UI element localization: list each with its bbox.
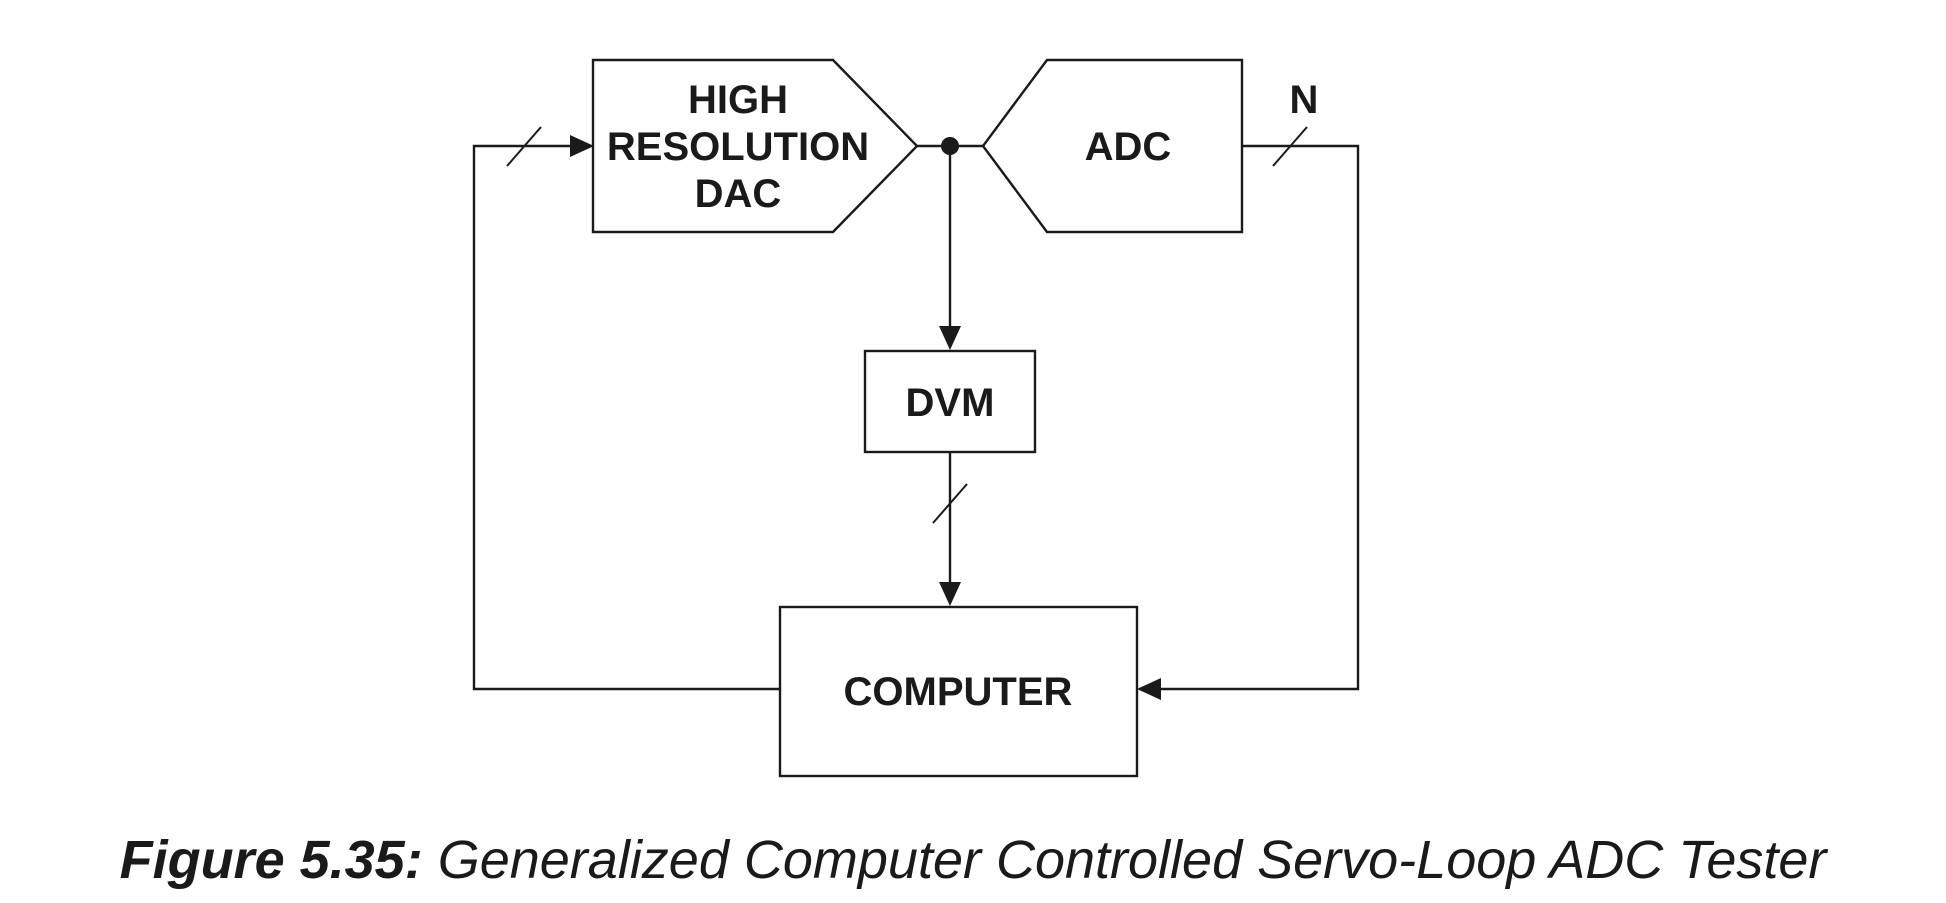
adc-label: ADC [1085, 125, 1172, 169]
figure-number: Figure 5.35: [119, 830, 423, 890]
adc-block: ADC [981, 58, 1244, 234]
arrow-into-computer-right [1137, 678, 1161, 700]
computer-label: COMPUTER [844, 670, 1073, 714]
dac-block-outline [591, 58, 919, 234]
bus-ticks [506, 126, 1308, 524]
dvm-label: DVM [906, 381, 995, 425]
arrow-heads [570, 135, 1161, 700]
dvm-block-outline [863, 349, 1037, 454]
arrow-into-dac [570, 135, 594, 157]
bus-tick-adc-output [1272, 126, 1308, 167]
computer-block-outline [778, 605, 1139, 778]
figure-title: Generalized Computer Controlled Servo-Lo… [437, 830, 1827, 890]
adc-block-outline [981, 58, 1244, 234]
computer-block: COMPUTER [778, 605, 1139, 778]
figure-caption: Figure 5.35: Generalized Computer Contro… [0, 830, 1946, 890]
servo-loop-diagram: HIGH RESOLUTION DAC ADC N DVM COMPUTER [472, 58, 1360, 778]
adc-to-computer-wire [1160, 144, 1360, 691]
bus-tick-dac-input [506, 126, 542, 167]
arrow-into-computer-top [939, 582, 961, 606]
dvm-block: DVM [863, 349, 1037, 454]
dac-label-line-1: HIGH [688, 78, 788, 122]
arrow-into-dvm [939, 326, 961, 350]
dac-label-line-3: DAC [695, 172, 782, 216]
bus-tick-dvm-output [932, 483, 968, 524]
bus-width-label: N [1290, 78, 1319, 122]
dac-label-line-2: RESOLUTION [607, 125, 869, 169]
junction-dot [941, 137, 959, 155]
dac-block: HIGH RESOLUTION DAC [591, 58, 919, 234]
